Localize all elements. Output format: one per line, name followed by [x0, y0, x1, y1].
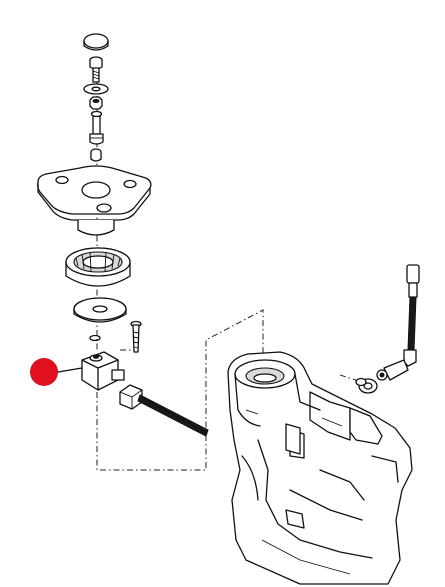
cap: [83, 33, 109, 51]
spacer: [90, 148, 102, 162]
thrust-washer: [73, 297, 127, 323]
harness-connector: [119, 384, 209, 437]
mounting-flange: [37, 165, 152, 236]
screw: [130, 320, 142, 353]
housing-casting: [227, 351, 413, 585]
bolt: [89, 56, 103, 83]
o-ring: [89, 334, 101, 342]
washer: [83, 83, 109, 95]
grommet: [355, 377, 378, 394]
nut: [89, 96, 103, 110]
bearing: [65, 247, 131, 287]
highlight-marker[interactable]: [30, 358, 58, 386]
sensor: [81, 351, 125, 391]
highlight-leader-line: [57, 367, 83, 373]
shaft: [89, 110, 104, 145]
cable-connector: [376, 264, 420, 381]
